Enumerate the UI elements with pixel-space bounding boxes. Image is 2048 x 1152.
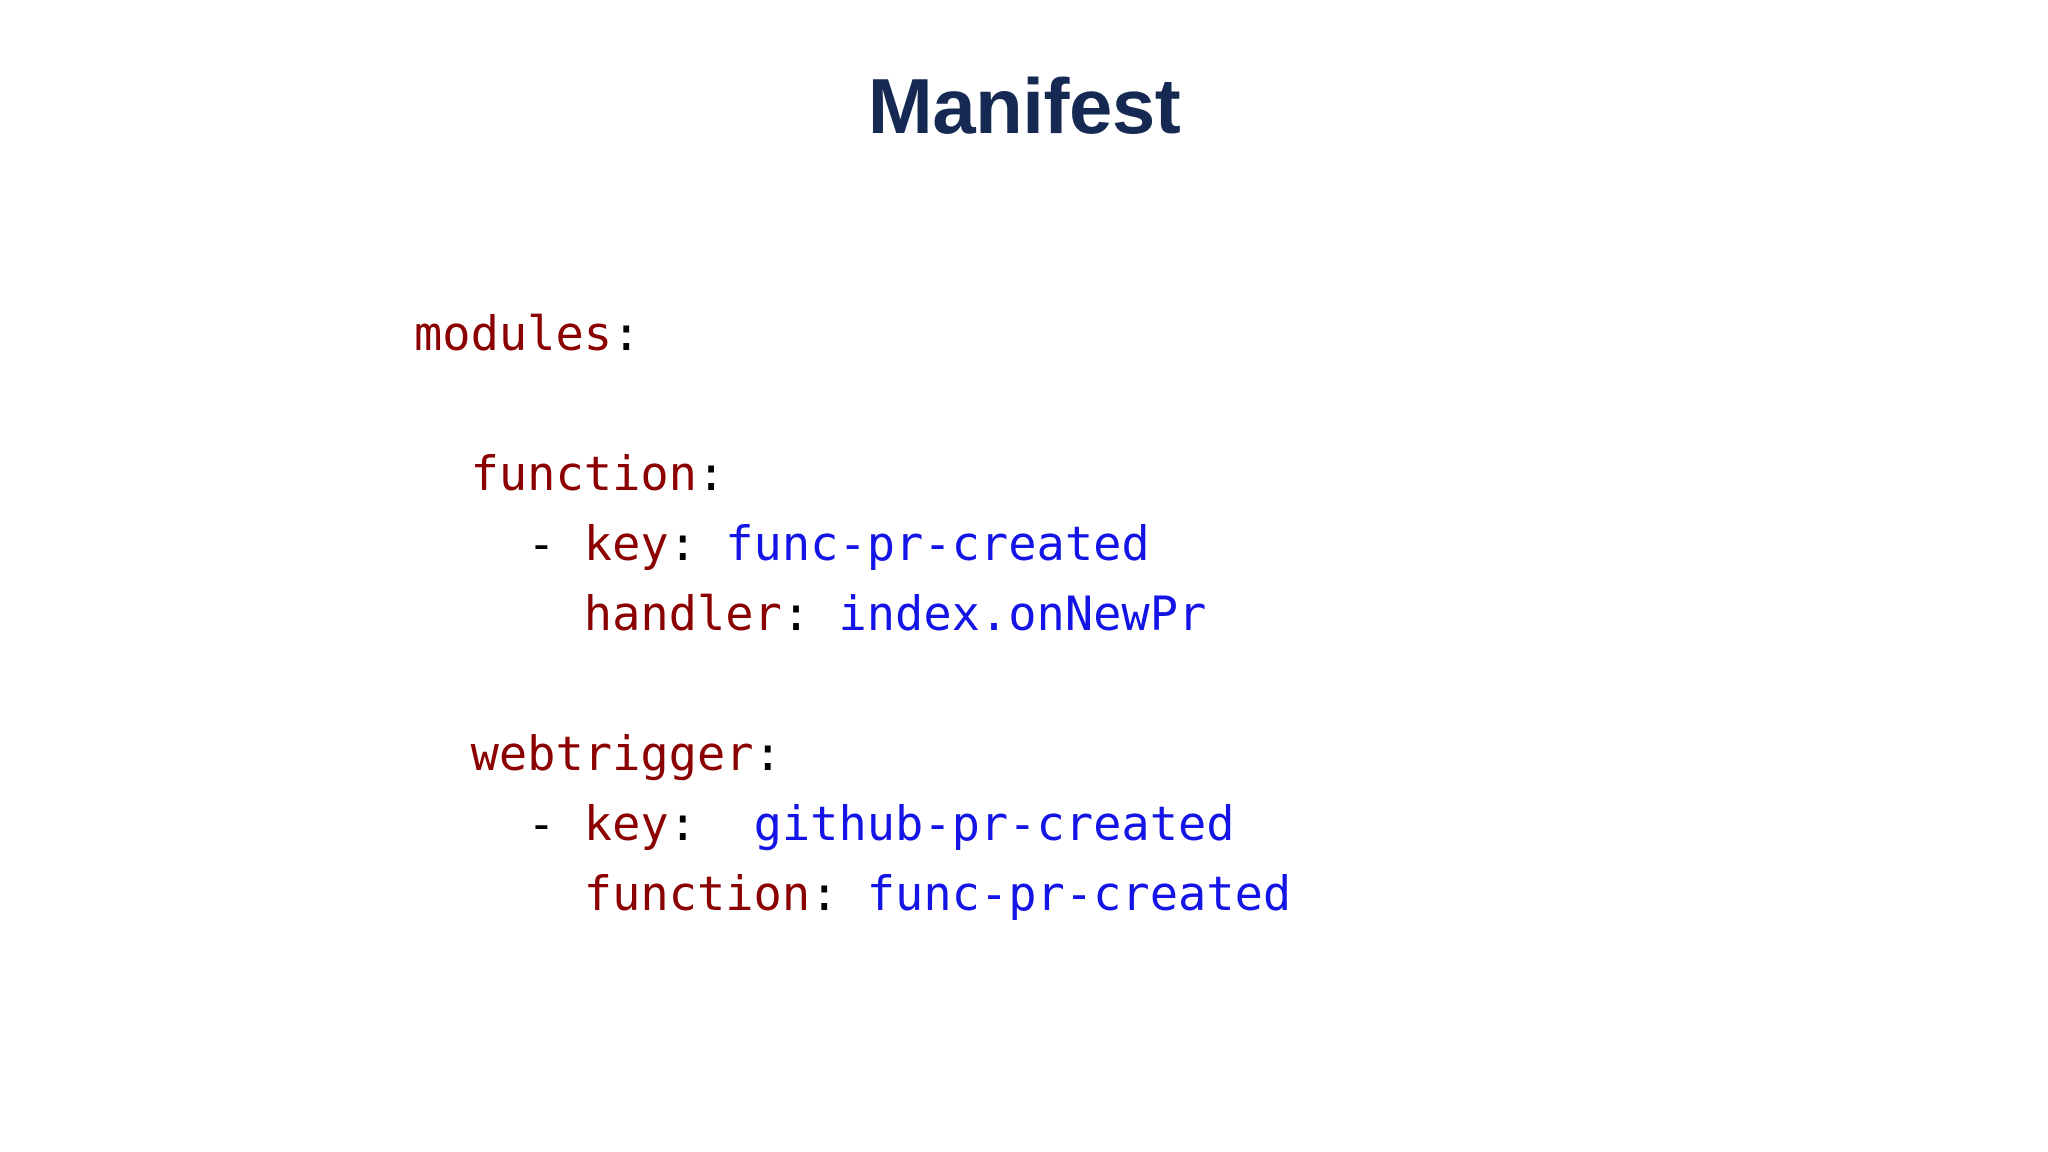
code-indent bbox=[414, 727, 471, 782]
code-line: webtrigger: bbox=[414, 720, 1291, 790]
code-line: modules: bbox=[414, 300, 1291, 370]
code-indent bbox=[414, 587, 584, 642]
code-colon: : bbox=[668, 517, 697, 572]
code-gap bbox=[697, 797, 754, 852]
code-line: function: func-pr-created bbox=[414, 860, 1291, 930]
code-line bbox=[414, 650, 1291, 720]
code-line bbox=[414, 370, 1291, 440]
code-gap bbox=[810, 587, 838, 642]
code-colon: : bbox=[781, 587, 811, 642]
code-colon: : bbox=[612, 307, 641, 362]
code-key: modules bbox=[414, 307, 613, 362]
code-line: - key: func-pr-created bbox=[414, 510, 1291, 580]
code-colon: : bbox=[696, 447, 726, 502]
code-gap bbox=[697, 517, 725, 572]
code-gap bbox=[838, 867, 866, 922]
page-title: Manifest bbox=[867, 62, 1181, 150]
code-key: function bbox=[583, 867, 811, 922]
code-indent bbox=[414, 797, 527, 852]
code-dash: - bbox=[527, 517, 584, 572]
yaml-manifest-code-block: modules: function: - key: func-pr-create… bbox=[414, 300, 1291, 930]
code-value: func-pr-created bbox=[866, 867, 1292, 922]
code-key: handler bbox=[583, 587, 782, 642]
code-colon: : bbox=[753, 727, 782, 782]
code-value: index.onNewPr bbox=[838, 587, 1207, 642]
code-value: github-pr-created bbox=[753, 797, 1235, 852]
code-line: - key: github-pr-created bbox=[414, 790, 1291, 860]
code-indent bbox=[414, 447, 471, 502]
code-colon: : bbox=[810, 867, 839, 922]
code-key: key bbox=[583, 797, 669, 852]
code-value: func-pr-created bbox=[725, 517, 1150, 572]
code-line: function: bbox=[414, 440, 1291, 510]
code-dash: - bbox=[527, 797, 584, 852]
code-indent bbox=[414, 867, 584, 922]
code-line: handler: index.onNewPr bbox=[414, 580, 1291, 650]
code-key: key bbox=[583, 517, 669, 572]
code-indent bbox=[414, 517, 527, 572]
code-key: webtrigger bbox=[470, 727, 754, 782]
code-colon: : bbox=[668, 797, 697, 852]
code-key: function bbox=[470, 447, 697, 502]
